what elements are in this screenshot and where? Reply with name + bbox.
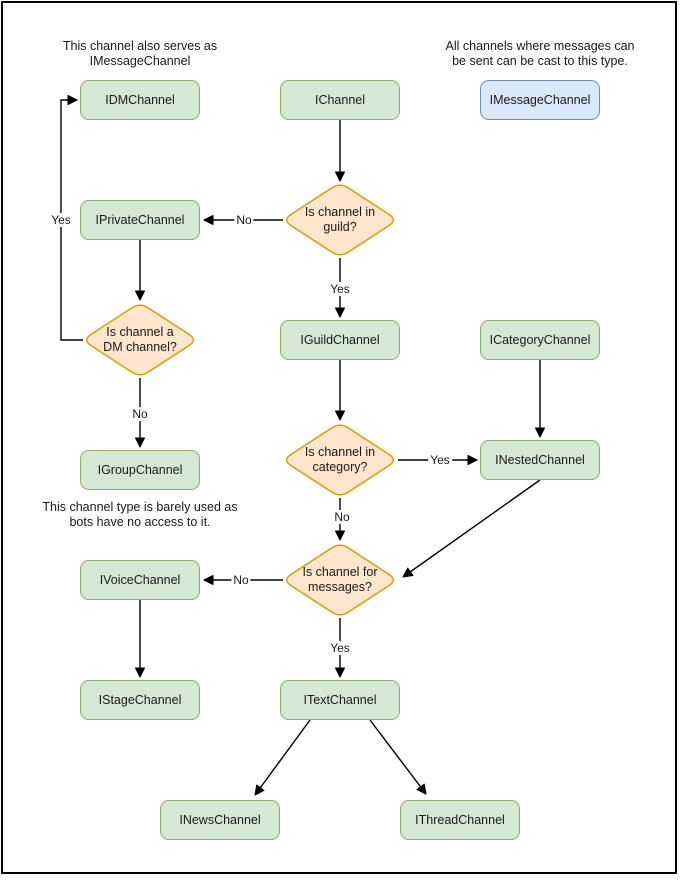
node-igroupchannel: IGroupChannel bbox=[80, 450, 200, 490]
node-ivoicechannel: IVoiceChannel bbox=[80, 560, 200, 600]
node-iprivatechannel: IPrivateChannel bbox=[80, 200, 200, 240]
decision-is-channel-a-dm: Is channel a DM channel? bbox=[103, 325, 177, 354]
decision-is-channel-in-guild: Is channel in guild? bbox=[304, 205, 376, 234]
decision-is-channel-for-messages: Is channel for messages? bbox=[302, 565, 378, 594]
node-icategorychannel: ICategoryChannel bbox=[480, 320, 600, 360]
node-ithreadchannel: IThreadChannel bbox=[400, 800, 520, 840]
node-iguildchannel: IGuildChannel bbox=[280, 320, 400, 360]
edge-label-category-yes: Yes bbox=[428, 453, 452, 467]
edge-label-guild-no: No bbox=[234, 213, 254, 227]
node-imessagechannel: IMessageChannel bbox=[480, 80, 600, 120]
node-ichannel: IChannel bbox=[280, 80, 400, 120]
edge-label-messages-no: No bbox=[231, 573, 251, 587]
note-idm-serves-imessage: This channel also serves as IMessageChan… bbox=[62, 39, 218, 68]
edge-label-guild-yes: Yes bbox=[328, 282, 352, 296]
note-igroup-barely-used: This channel type is barely used as bots… bbox=[42, 500, 238, 529]
arrow-inested-to-messages-decision bbox=[402, 479, 541, 578]
edge-label-dm-no: No bbox=[130, 407, 150, 421]
node-inewschannel: INewsChannel bbox=[160, 800, 280, 840]
edge-label-category-no: No bbox=[332, 510, 352, 524]
edge-label-dm-yes: Yes bbox=[49, 213, 73, 227]
arrow-itext-to-inews bbox=[254, 719, 311, 796]
node-istagechannel: IStageChannel bbox=[80, 680, 200, 720]
note-imessage-cast: All channels where messages can be sent … bbox=[445, 39, 635, 68]
arrow-itext-to-ithread bbox=[369, 719, 427, 795]
node-itextchannel: ITextChannel bbox=[280, 680, 400, 720]
node-inestedchannel: INestedChannel bbox=[480, 440, 600, 480]
decision-is-channel-in-category: Is channel in category? bbox=[304, 445, 376, 474]
edge-label-messages-yes: Yes bbox=[328, 641, 352, 655]
node-idmchannel: IDMChannel bbox=[80, 80, 200, 120]
